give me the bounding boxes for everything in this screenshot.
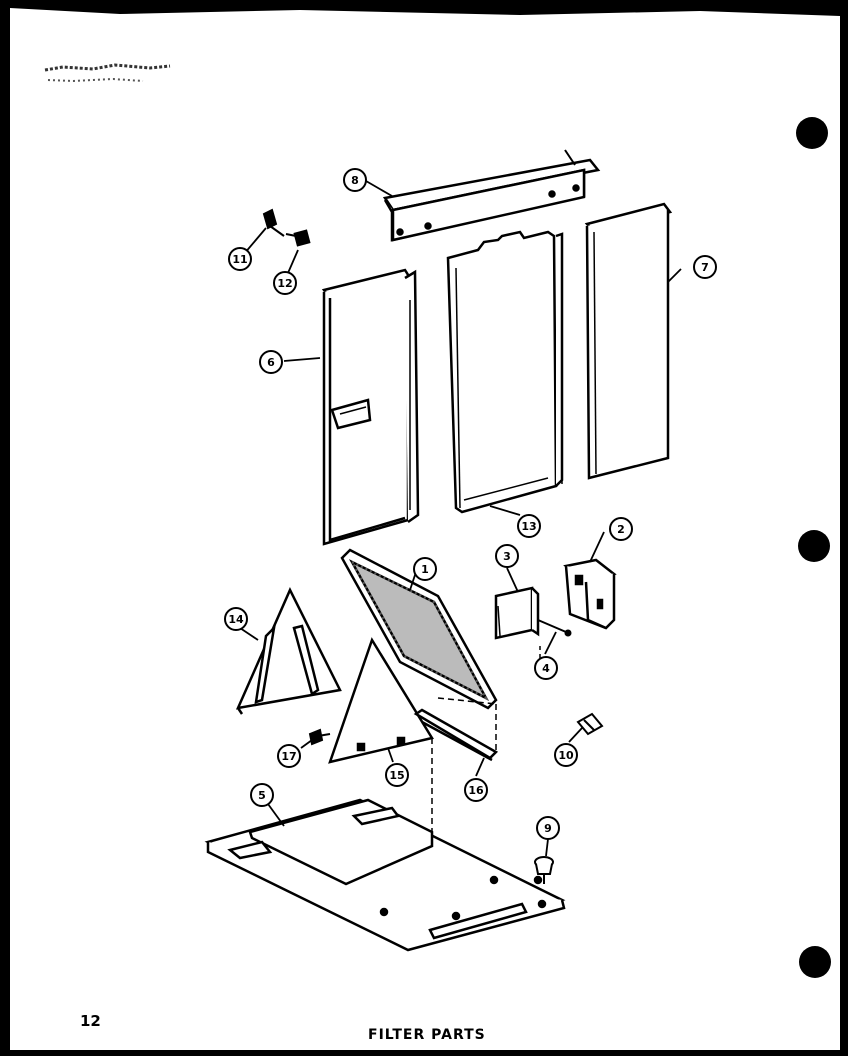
- part-15-side-triangle: [328, 637, 434, 764]
- callout-1: 1: [413, 557, 437, 581]
- svg-text:13: 13: [521, 520, 536, 533]
- svg-text:5: 5: [258, 789, 266, 802]
- part-17-screw: [308, 728, 331, 746]
- svg-text:7: 7: [701, 261, 709, 274]
- svg-text:15: 15: [389, 769, 404, 782]
- callout-15: 15: [385, 763, 409, 787]
- binder-hole-middle: [798, 530, 830, 562]
- svg-text:12: 12: [277, 277, 292, 290]
- page-number: 12: [80, 1012, 101, 1030]
- part-12-clip: [285, 229, 311, 247]
- part-8-top-rail: [382, 149, 601, 242]
- callout-7: 7: [693, 255, 717, 279]
- part-11-screw: [262, 208, 285, 237]
- callout-12: 12: [273, 271, 297, 295]
- part-10-plug: [576, 712, 604, 736]
- svg-text:10: 10: [558, 749, 574, 762]
- callout-4: 4: [534, 656, 558, 680]
- binder-hole-bottom: [799, 946, 831, 978]
- callout-2: 2: [609, 517, 633, 541]
- part-2-control-box: [563, 558, 617, 630]
- part-7-right-panel: [584, 202, 673, 480]
- callout-11: 11: [228, 247, 252, 271]
- svg-text:8: 8: [351, 174, 359, 187]
- svg-text:11: 11: [232, 253, 247, 266]
- callout-3: 3: [495, 544, 519, 568]
- svg-text:16: 16: [468, 784, 484, 797]
- svg-text:17: 17: [281, 750, 296, 763]
- part-5-base-pan: [204, 798, 566, 952]
- callout-10: 10: [554, 743, 578, 767]
- part-9-drain-fitting: [534, 856, 554, 884]
- svg-text:14: 14: [228, 613, 244, 626]
- page-caption: FILTER PARTS: [368, 1027, 486, 1043]
- callout-6: 6: [259, 350, 283, 374]
- svg-text:1: 1: [421, 563, 429, 576]
- part-14-side-triangle: [235, 587, 342, 715]
- part-4-screw: [537, 619, 572, 637]
- svg-text:9: 9: [544, 822, 552, 835]
- part-13-center-panel: [446, 230, 564, 514]
- part-16-filter-rail: [413, 708, 499, 762]
- callout-5: 5: [250, 783, 274, 807]
- callout-17: 17: [277, 744, 301, 768]
- part-3-bracket: [494, 586, 540, 640]
- svg-text:6: 6: [267, 356, 275, 369]
- callout-8: 8: [343, 168, 367, 192]
- callout-14: 14: [224, 607, 248, 631]
- callout-9: 9: [536, 816, 560, 840]
- callout-13: 13: [517, 514, 541, 538]
- binder-hole-top: [796, 117, 828, 149]
- svg-text:4: 4: [542, 662, 550, 675]
- part-1-filter: [340, 548, 498, 710]
- part-6-left-panel: [321, 268, 420, 546]
- svg-text:2: 2: [617, 523, 625, 536]
- svg-text:3: 3: [503, 550, 511, 563]
- callout-16: 16: [464, 778, 488, 802]
